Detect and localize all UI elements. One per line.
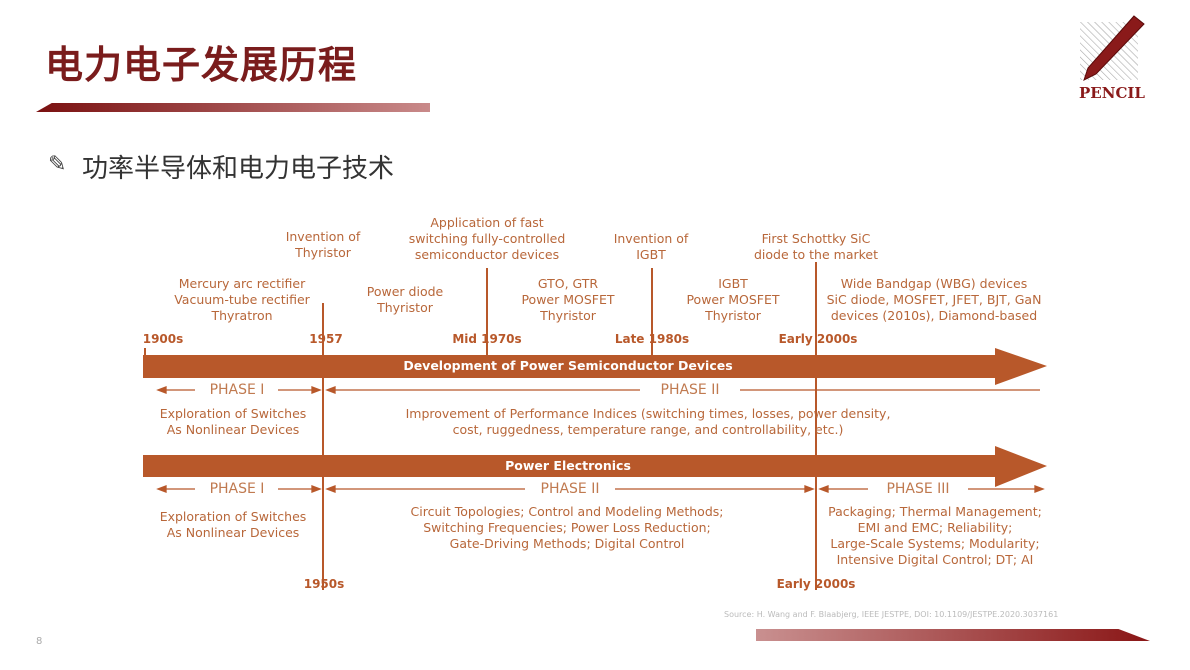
event-label: Invention of IGBT	[613, 231, 689, 262]
event-label: Application of fast switching fully-cont…	[408, 215, 566, 262]
year-label: Early 2000s	[778, 332, 858, 346]
divider-1957	[322, 303, 324, 590]
page-title: 电力电子发展历程	[45, 43, 358, 87]
title-underline	[36, 103, 430, 112]
page-number: 8	[36, 636, 43, 647]
pencil-icon: ✎	[48, 152, 67, 177]
tick-mid-1970s	[486, 268, 488, 358]
year-label: Early 2000s	[776, 577, 856, 591]
phase-label: PHASE II	[660, 382, 720, 398]
arrow2-label: Power Electronics	[505, 458, 631, 473]
phase-label: PHASE III	[886, 481, 950, 497]
svg-text:PENCIL: PENCIL	[1079, 84, 1145, 102]
year-label: 1957	[309, 332, 343, 346]
phase-label: PHASE II	[540, 481, 600, 497]
arrow1-label: Development of Power Semiconductor Devic…	[403, 358, 733, 373]
year-label: Late 1980s	[614, 332, 690, 346]
arrow-power-electronics	[143, 446, 1047, 487]
year-label: 1900s	[142, 332, 184, 346]
arrow-power-semiconductor	[143, 348, 1047, 385]
event-label: Mercury arc rectifier Vacuum-tube rectif…	[174, 276, 310, 323]
event-label: IGBT Power MOSFET Thyristor	[686, 276, 780, 323]
year-label: Mid 1970s	[452, 332, 522, 346]
phase-label: PHASE I	[209, 382, 265, 398]
divider-early-2000s	[815, 262, 817, 590]
phase-description: Exploration of Switches As Nonlinear Dev…	[159, 406, 307, 437]
event-label: Wide Bandgap (WBG) devices SiC diode, MO…	[826, 276, 1042, 323]
event-label: GTO, GTR Power MOSFET Thyristor	[521, 276, 615, 323]
event-label: First Schottky SiC diode to the market	[753, 231, 879, 262]
pencil-logo: PENCIL	[1079, 15, 1145, 102]
source-citation: Source: H. Wang and F. Blaabjerg, IEEE J…	[724, 610, 1059, 619]
phase-arrows	[156, 386, 1045, 493]
phase-label: PHASE I	[209, 481, 265, 497]
subtitle: 功率半导体和电力电子技术	[82, 154, 395, 184]
tick-late-1980s	[651, 268, 653, 358]
footer-bar	[756, 629, 1150, 641]
year-label: 1950s	[303, 577, 345, 591]
phase-description: Improvement of Performance Indices (swit…	[405, 406, 891, 437]
event-label: Power diode Thyristor	[366, 284, 444, 315]
phase-description: Packaging; Thermal Management; EMI and E…	[828, 504, 1042, 567]
phase-description: Exploration of Switches As Nonlinear Dev…	[159, 509, 307, 540]
phase-description: Circuit Topologies; Control and Modeling…	[410, 504, 724, 551]
event-label: Invention of Thyristor	[285, 229, 361, 260]
